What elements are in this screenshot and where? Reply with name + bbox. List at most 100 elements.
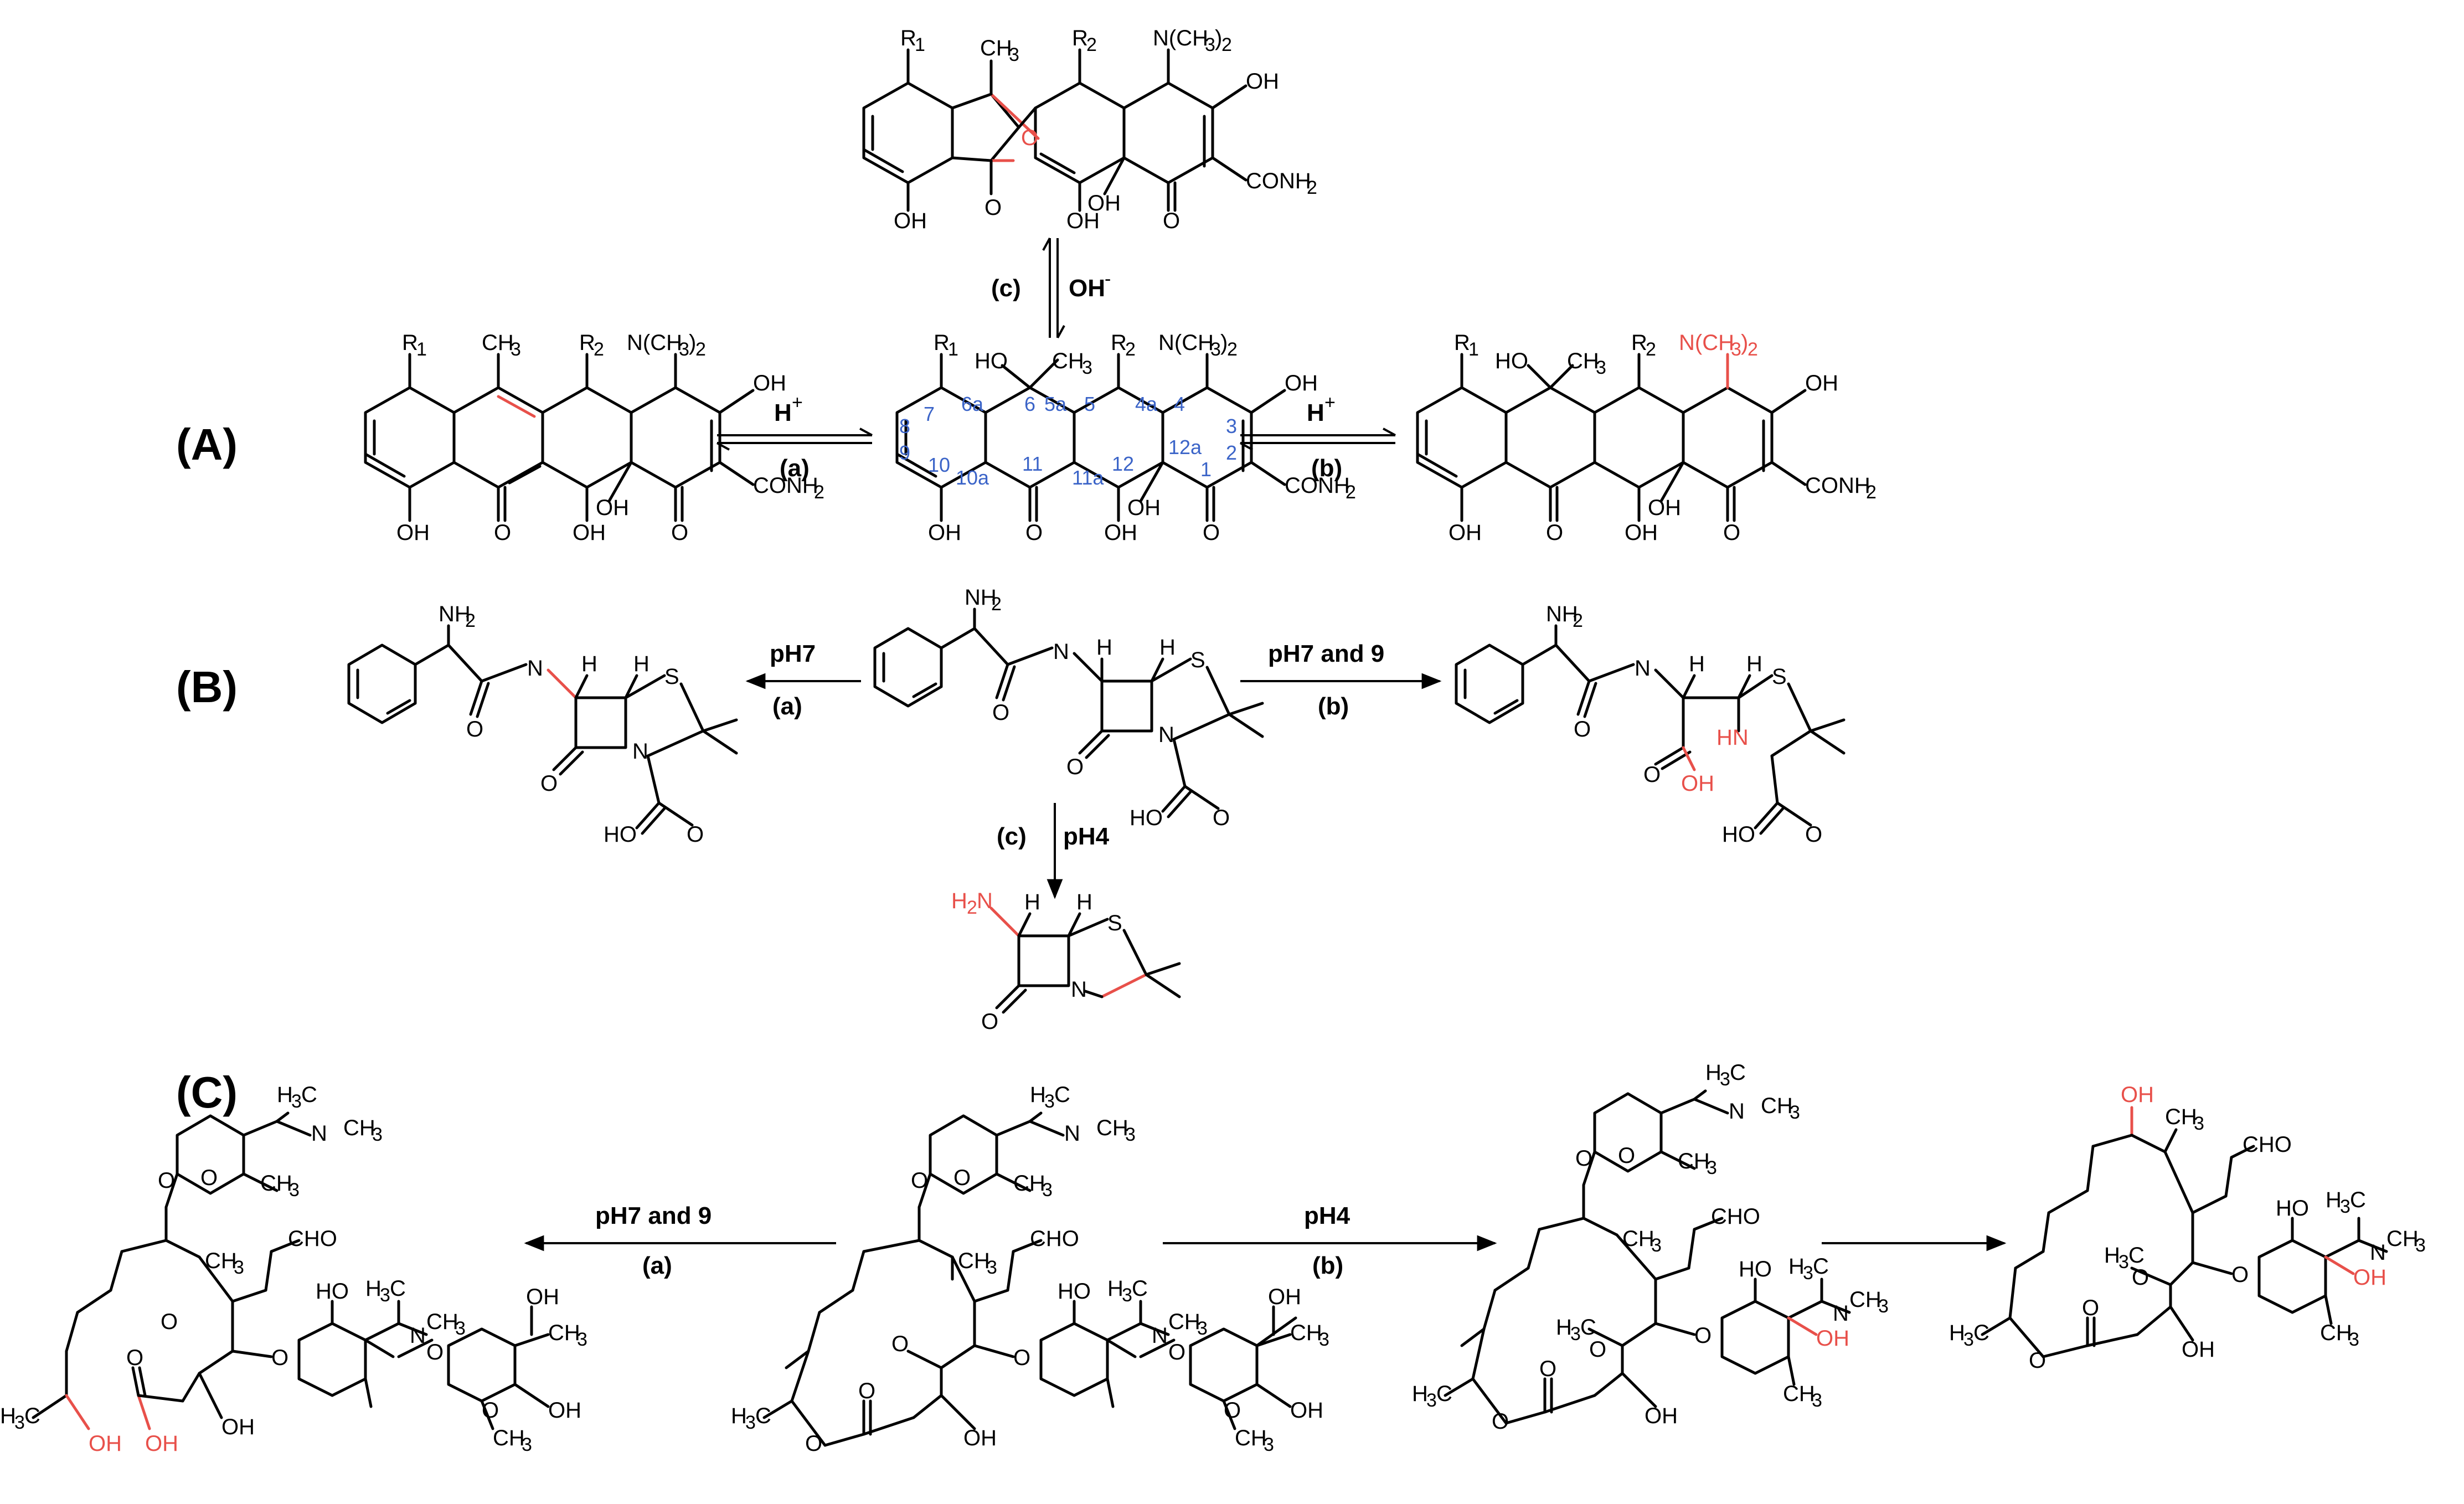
atom-c: C bbox=[1580, 1315, 1596, 1340]
atom-oh: OH bbox=[753, 371, 786, 395]
atom-o: O bbox=[984, 195, 1002, 220]
atom-ch: CH bbox=[1052, 349, 1084, 373]
atom-sub: 3 bbox=[1596, 357, 1606, 378]
atom-r: R bbox=[579, 331, 595, 355]
atom-ch: CH bbox=[1235, 1426, 1267, 1450]
atom-o: O bbox=[161, 1310, 178, 1334]
atom-sub: 3 bbox=[1963, 1329, 1974, 1350]
condition-superscript: - bbox=[1105, 269, 1111, 290]
atom-n: N bbox=[1635, 656, 1651, 681]
atom-h: H bbox=[633, 652, 649, 676]
atom-ch: CH bbox=[2165, 1105, 2197, 1129]
equilibrium-arrow-left bbox=[716, 427, 873, 451]
atom-sub: 3 bbox=[1082, 357, 1092, 378]
condition-label-b: (b) bbox=[1312, 1252, 1343, 1279]
atom-oh: OH bbox=[221, 1415, 255, 1439]
atom-r: R bbox=[900, 26, 916, 50]
atom-n: N bbox=[1833, 1301, 1849, 1326]
atom-nme: N(CH bbox=[627, 331, 682, 355]
equilibrium-arrow-right bbox=[1240, 427, 1396, 451]
atom-ch: CH bbox=[1096, 1116, 1128, 1140]
atom-o: O bbox=[200, 1166, 218, 1190]
atom-sub: 3 bbox=[1812, 1390, 1822, 1411]
atom-o: O bbox=[1643, 763, 1661, 787]
atom-paren: ) bbox=[1741, 331, 1748, 355]
atom-sub: 3 bbox=[679, 339, 689, 360]
atom-c: C bbox=[1813, 1254, 1829, 1279]
atom-ho: HO bbox=[1722, 822, 1755, 847]
atom-sub: 1 bbox=[915, 34, 925, 55]
atom-oh: OH bbox=[396, 521, 430, 545]
atom-ch: CH bbox=[2386, 1227, 2419, 1251]
isotetracycline: R 1 CH 3 O O R 2 N(CH 3 ) 2 OH CONH 2 OH… bbox=[862, 26, 1317, 233]
atom-ch: CH bbox=[493, 1426, 525, 1450]
atom-sub: 1 bbox=[1468, 339, 1479, 360]
atom-ch: CH bbox=[958, 1249, 990, 1273]
atom-o: O bbox=[1575, 1146, 1592, 1171]
atom-ho: HO bbox=[1058, 1279, 1091, 1304]
atom-sub: 2 bbox=[967, 897, 977, 918]
atom-oh: OH bbox=[596, 496, 629, 520]
condition-reagent: pH4 bbox=[1304, 1202, 1350, 1229]
atom-nme: N(CH bbox=[1153, 26, 1208, 50]
atom-sub: 2 bbox=[1086, 34, 1097, 55]
atom-sub: 3 bbox=[1044, 1091, 1055, 1112]
atom-c: C bbox=[1054, 1083, 1070, 1107]
atom-r: R bbox=[1111, 331, 1127, 355]
ring-number: 12a bbox=[1168, 436, 1202, 459]
atom-o: O bbox=[805, 1431, 822, 1456]
ring-number: 1 bbox=[1200, 458, 1212, 481]
tetracycline-center: R 1 HO CH 3 R 2 N(CH 3 ) 2 OH CONH 2 OH … bbox=[895, 331, 1356, 545]
atom-o: O bbox=[2029, 1348, 2046, 1373]
condition-label-a: (a) bbox=[772, 693, 802, 720]
atom-r: R bbox=[934, 331, 950, 355]
atom-h3c: H bbox=[1412, 1382, 1428, 1406]
atom-oh: OH bbox=[1127, 496, 1161, 520]
atom-sub: 3 bbox=[511, 339, 521, 360]
atom-sub: 3 bbox=[1570, 1323, 1581, 1345]
atom-sub: 3 bbox=[14, 1412, 25, 1433]
atom-ch: CH bbox=[482, 331, 514, 355]
atom-hn-red: HN bbox=[1716, 725, 1749, 750]
atom-h3c: H bbox=[2326, 1188, 2342, 1212]
atom-c: C bbox=[390, 1276, 406, 1301]
ampicillin-center: NH 2 O N H H S N O HO O bbox=[873, 585, 1264, 830]
condition-reagent-h: H bbox=[774, 399, 792, 426]
atom-h3c: H bbox=[1788, 1254, 1805, 1279]
condition-reagent: pH7 and 9 bbox=[1268, 640, 1384, 667]
atom-conh: CONH bbox=[1285, 473, 1350, 498]
atom-oh-red: OH bbox=[145, 1431, 178, 1456]
ring-number: 7 bbox=[924, 403, 935, 425]
atom-ch: CH bbox=[205, 1249, 237, 1273]
condition-reagent-h: H bbox=[1307, 399, 1324, 426]
atom-c: C bbox=[2128, 1243, 2145, 1268]
atom-paren: ) bbox=[1220, 331, 1228, 355]
section-label-b: (B) bbox=[176, 662, 238, 712]
atom-c: C bbox=[24, 1404, 40, 1428]
atom-o: O bbox=[2082, 1296, 2099, 1320]
atom-sub: 3 bbox=[372, 1124, 383, 1145]
atom-n: N bbox=[1064, 1121, 1080, 1146]
atom-h3c: H bbox=[2104, 1243, 2120, 1268]
atom-c: C bbox=[755, 1404, 771, 1428]
atom-cho: CHO bbox=[1711, 1204, 1760, 1229]
atom-o: O bbox=[1224, 1398, 1241, 1423]
atom-sub: 3 bbox=[1122, 1285, 1132, 1306]
atom-h3c: H bbox=[277, 1083, 293, 1107]
atom-o: O bbox=[1213, 806, 1230, 830]
atom-sub: 2 bbox=[465, 610, 476, 631]
atom-ch: CH bbox=[1761, 1094, 1793, 1118]
atom-sub: 2 bbox=[695, 339, 706, 360]
atom-ch: CH bbox=[1678, 1149, 1710, 1173]
condition-label-a: (a) bbox=[642, 1252, 672, 1279]
atom-n: N bbox=[632, 739, 648, 764]
atom-s: S bbox=[1772, 665, 1787, 689]
atom-n: N bbox=[1071, 977, 1087, 1002]
atom-o: O bbox=[494, 521, 511, 545]
atom-o: O bbox=[1723, 521, 1740, 545]
atom-ch: CH bbox=[1567, 349, 1599, 373]
atom-oh: OH bbox=[1104, 521, 1137, 545]
atom-sub: 3 bbox=[1720, 1069, 1730, 1090]
atom-oh: OH bbox=[1645, 1404, 1678, 1428]
ring-number: 12 bbox=[1112, 452, 1134, 475]
